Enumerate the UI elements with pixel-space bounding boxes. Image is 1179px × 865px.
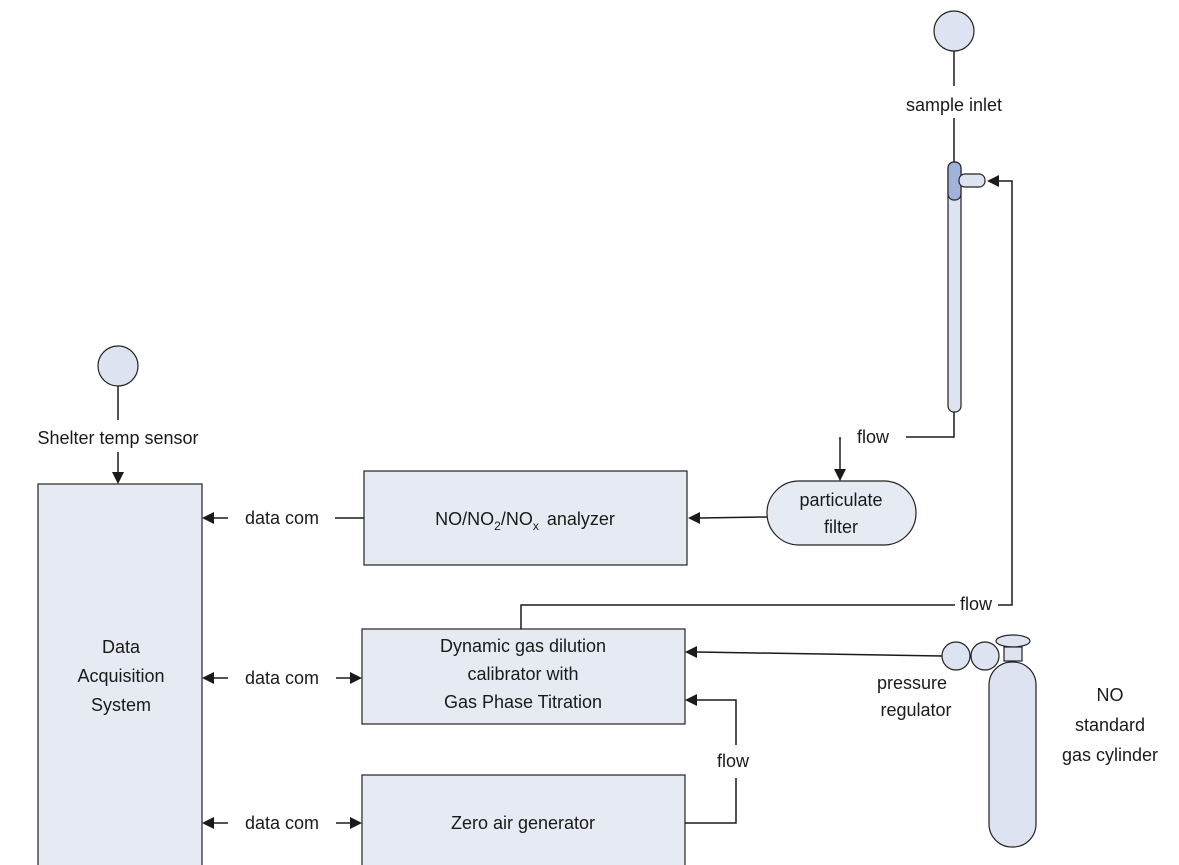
sample-inlet-head [933,10,975,52]
sample-inlet-tube [947,161,986,413]
arrowhead [685,694,697,706]
data-com-label-calibrator: data com [245,668,319,688]
data-acquisition-system [37,483,203,865]
flow-label-filter: flow [857,427,890,447]
daq-label-1: Data [102,637,141,657]
calibrator-label-3: Gas Phase Titration [444,692,602,712]
pressure-regulator-label-1: pressure [877,673,947,693]
filter-label-2: filter [824,517,858,537]
arrowhead [987,175,999,187]
pressure-regulator-label-2: regulator [880,700,951,720]
no-gas-cylinder [988,634,1037,848]
data-com-label-analyzer: data com [245,508,319,528]
calibrator-label-2: calibrator with [467,664,578,684]
arrowhead [834,469,846,481]
calibrator-label-1: Dynamic gas dilution [440,636,606,656]
pressure-regulator [941,641,1000,671]
cylinder-label-1: NO [1097,685,1124,705]
arrowhead [350,672,362,684]
sample-inlet-label: sample inlet [906,95,1002,115]
arrowhead [112,472,124,484]
data-com-label-zero-air: data com [245,813,319,833]
cylinder-label-3: gas cylinder [1062,745,1158,765]
arrowhead [685,646,697,658]
zero-air-generator-label: Zero air generator [451,813,595,833]
arrowhead [202,672,214,684]
arrowhead [202,512,214,524]
flow-label-calibrator: flow [960,594,993,614]
no-nox-analyzer [363,470,688,566]
flow-label-zero-air: flow [717,751,750,771]
arrowhead [688,512,700,524]
filter-label-1: particulate [799,490,882,510]
cylinder-label-2: standard [1075,715,1145,735]
shelter-temp-sensor [97,345,139,387]
daq-label-2: Acquisition [77,666,164,686]
particulate-filter [766,480,917,546]
shelter-temp-sensor-label: Shelter temp sensor [37,428,198,448]
daq-label-3: System [91,695,151,715]
dynamic-gas-dilution-calibrator [361,628,686,725]
arrowhead [350,817,362,829]
arrowhead [202,817,214,829]
